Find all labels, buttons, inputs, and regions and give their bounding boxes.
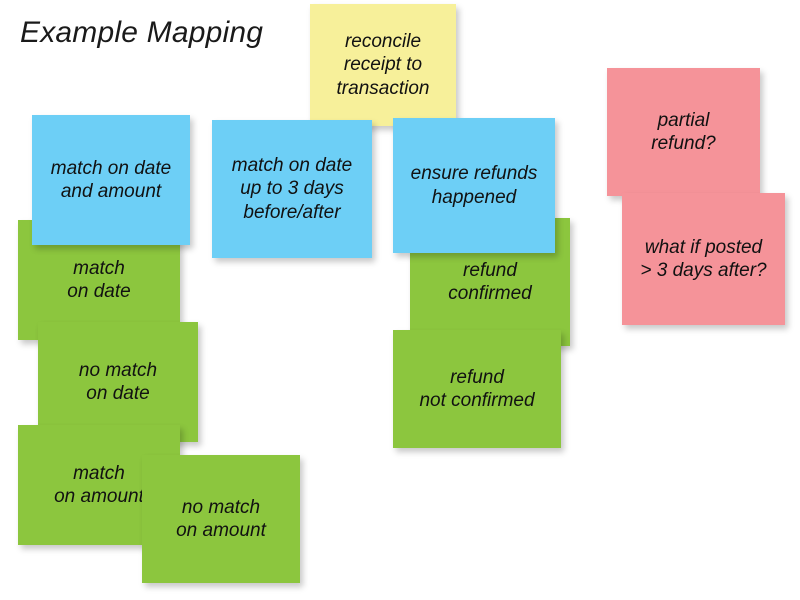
sticky-note-label: no match on date [78, 359, 158, 404]
sticky-note-question-partial-refund[interactable]: partial refund? [607, 68, 760, 196]
sticky-note-example-refund-not-confirmed[interactable]: refund not confirmed [393, 330, 561, 448]
sticky-note-label: match on date up to 3 days before/after [231, 155, 353, 223]
page-title: Example Mapping [20, 16, 264, 49]
sticky-note-story-reconcile-receipt[interactable]: reconcile receipt to transaction [310, 4, 456, 126]
sticky-note-label: refund not confirmed [419, 366, 535, 411]
sticky-note-rule-ensure-refunds-happened[interactable]: ensure refunds happened [393, 118, 555, 253]
sticky-note-rule-match-date-3-days[interactable]: match on date up to 3 days before/after [212, 120, 372, 258]
sticky-note-label: match on date [67, 257, 131, 302]
sticky-note-label: match on date and amount [50, 157, 172, 202]
sticky-note-label: reconcile receipt to transaction [336, 31, 430, 99]
sticky-note-rule-match-date-and-amount[interactable]: match on date and amount [32, 115, 190, 245]
sticky-note-question-posted-after-3-days[interactable]: what if posted > 3 days after? [622, 193, 785, 325]
sticky-note-label: what if posted > 3 days after? [640, 236, 767, 281]
sticky-note-label: no match on amount [176, 496, 266, 541]
sticky-note-label: refund confirmed [448, 259, 532, 304]
sticky-note-label: ensure refunds happened [410, 163, 538, 208]
sticky-note-label: match on amount [54, 462, 144, 507]
sticky-note-example-no-match-on-date[interactable]: no match on date [38, 322, 198, 442]
sticky-note-example-match-on-amount[interactable]: match on amount [18, 425, 180, 545]
sticky-note-label: partial refund? [651, 109, 716, 154]
sticky-note-example-no-match-on-amount[interactable]: no match on amount [142, 455, 300, 583]
